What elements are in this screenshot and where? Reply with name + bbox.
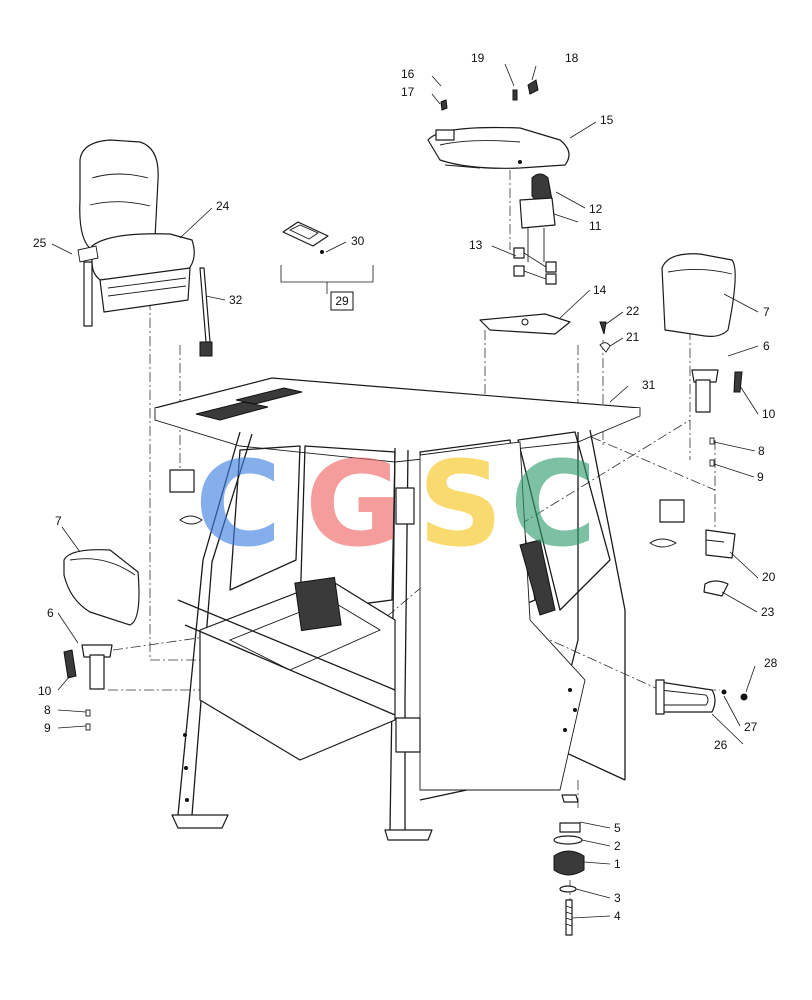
cab-foot-front [384, 829, 433, 841]
callout-3: 3 [614, 891, 621, 905]
callout-13: 13 [469, 238, 483, 252]
callout-12: 12 [589, 202, 603, 216]
control-console-top [427, 126, 570, 169]
vent-grille [294, 576, 342, 632]
callout-24: 24 [216, 199, 230, 213]
watermark: C G S C [195, 435, 597, 573]
watermark-letter-1: C [195, 435, 282, 573]
callout-22: 22 [626, 304, 640, 318]
callout-8-right: 8 [758, 444, 765, 458]
callout-2: 2 [614, 839, 621, 853]
callout-25: 25 [33, 236, 47, 250]
callout-8-left: 8 [44, 703, 51, 717]
callout-10-right: 10 [762, 407, 776, 421]
bracket-20 [705, 529, 736, 559]
callout-16: 16 [401, 67, 415, 81]
callout-10-left: 10 [38, 684, 52, 698]
left-lamps [169, 469, 685, 548]
callout-30: 30 [351, 234, 365, 248]
callout-19: 19 [471, 51, 485, 65]
isolator-mount-stack [553, 794, 585, 936]
callout-31: 31 [642, 378, 656, 392]
watermark-letter-3: S [418, 435, 503, 573]
cab-foot-left [171, 814, 229, 829]
kit-bracket [282, 221, 329, 254]
rod [199, 267, 213, 357]
callout-numbers: 18 19 16 17 15 12 11 13 14 22 21 31 24 2… [33, 51, 778, 923]
callout-27: 27 [744, 720, 758, 734]
callout-4: 4 [614, 909, 621, 923]
callout-28: 28 [764, 656, 778, 670]
operator-seat [77, 139, 195, 327]
callout-14: 14 [593, 283, 607, 297]
door-hinge-lower [395, 717, 421, 753]
armrest-right [661, 253, 743, 467]
callout-6-left: 6 [47, 606, 54, 620]
callout-5: 5 [614, 821, 621, 835]
callout-6-right: 6 [763, 339, 770, 353]
cab-floor [199, 579, 396, 761]
mounting-plate-14 [479, 313, 571, 335]
callout-9-left: 9 [44, 721, 51, 735]
callout-23: 23 [761, 605, 775, 619]
callout-11: 11 [589, 219, 602, 233]
door-hinge-upper [395, 487, 415, 525]
callout-32: 32 [229, 293, 243, 307]
watermark-letter-4: C [510, 435, 597, 573]
watermark-letter-2: G [305, 435, 402, 573]
armrest-left [63, 549, 140, 731]
joystick-assembly [513, 173, 557, 285]
grab-handle [655, 679, 748, 715]
leader-lines [51, 63, 759, 919]
cab-frame [154, 377, 641, 841]
kit-box-label: 29 [335, 294, 349, 308]
callout-18: 18 [565, 51, 579, 65]
callout-20: 20 [762, 570, 776, 584]
kit-box [330, 291, 354, 311]
callout-7-right: 7 [763, 305, 770, 319]
callout-15: 15 [600, 113, 614, 127]
callout-17: 17 [401, 85, 415, 99]
callout-26: 26 [714, 738, 728, 752]
callout-1: 1 [614, 857, 621, 871]
cab-door [419, 441, 586, 791]
callout-7-left: 7 [55, 514, 62, 528]
callout-9-right: 9 [757, 470, 764, 484]
callout-21: 21 [626, 330, 640, 344]
